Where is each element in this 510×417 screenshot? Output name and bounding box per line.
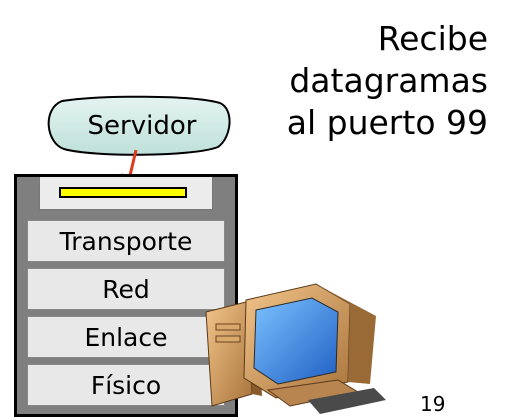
bubble-shape (47, 95, 231, 156)
desktop-computer-icon (205, 283, 386, 414)
caption-line-1: Recibe (377, 19, 488, 58)
layer-network: Red (27, 268, 225, 310)
layer-transport: Transporte (27, 220, 225, 262)
port-slot (59, 187, 187, 198)
caption-line-2: datagramas (289, 61, 488, 100)
caption-text: Recibe datagramas al puerto 99 (287, 18, 488, 144)
page-number: 19 (420, 392, 446, 416)
server-label: Servidor (87, 111, 197, 141)
layer-physical: Físico (27, 364, 225, 406)
server-bubble: Servidor (42, 95, 234, 157)
protocol-stack: Transporte Red Enlace Físico (14, 174, 238, 417)
layer-link: Enlace (27, 316, 225, 358)
caption-line-3: al puerto 99 (286, 103, 488, 142)
